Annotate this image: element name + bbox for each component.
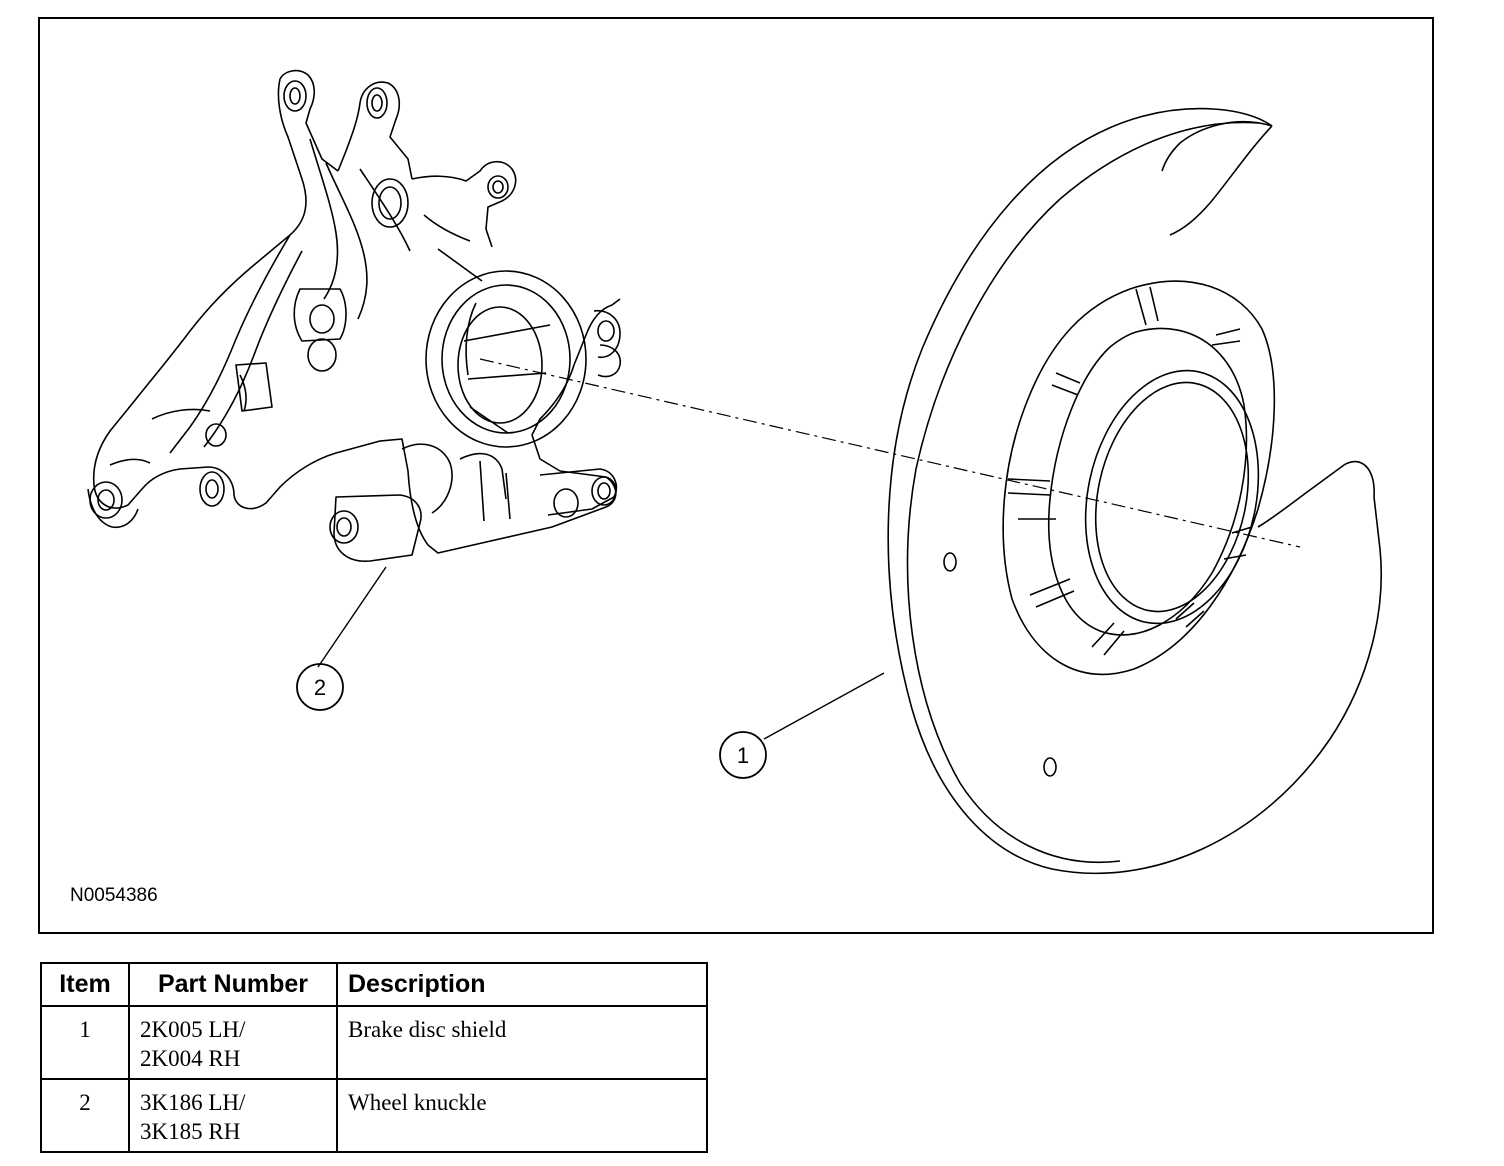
brake-disc-shield-drawing: [887, 107, 1383, 875]
callout-2-circle: [296, 663, 344, 711]
cell-item: 1: [40, 1005, 130, 1080]
header-part-number: Part Number: [128, 962, 338, 1007]
cell-description: Brake disc shield: [336, 1005, 708, 1080]
callout-1-label: 1: [737, 743, 749, 768]
table-header-row: Item Part Number Description: [40, 962, 708, 1007]
table-row: 1 2K005 LH/ 2K004 RH Brake disc shield: [40, 1005, 708, 1080]
wheel-knuckle-drawing: [87, 69, 622, 562]
exploded-view-drawing: 2 1: [87, 69, 1383, 875]
part-number-line: 3K185 RH: [140, 1119, 241, 1144]
header-description: Description: [336, 962, 708, 1007]
callout-1-leader: [763, 672, 885, 740]
cell-part-number: 2K005 LH/ 2K004 RH: [128, 1005, 338, 1080]
part-number-line: 2K005 LH/: [140, 1017, 246, 1042]
cell-description: Wheel knuckle: [336, 1078, 708, 1153]
alignment-center-line: [479, 358, 1301, 548]
exploded-view-figure: 2 1 N0054386: [38, 17, 1434, 934]
callout-2-label: 2: [314, 675, 326, 700]
cell-item: 2: [40, 1078, 130, 1153]
table-row: 2 3K186 LH/ 3K185 RH Wheel knuckle: [40, 1078, 708, 1153]
part-number-line: 3K186 LH/: [140, 1090, 246, 1115]
header-item: Item: [40, 962, 130, 1007]
parts-table: Item Part Number Description 1 2K005 LH/…: [40, 962, 708, 1153]
cell-part-number: 3K186 LH/ 3K185 RH: [128, 1078, 338, 1153]
callout-1-circle: [719, 731, 767, 779]
callout-2-leader: [317, 566, 387, 668]
part-number-line: 2K004 RH: [140, 1046, 241, 1071]
figure-id: N0054386: [70, 885, 158, 906]
